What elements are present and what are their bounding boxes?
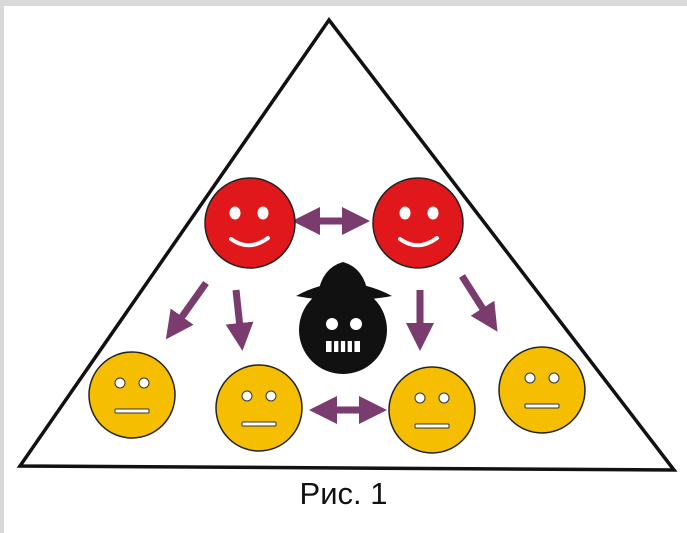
arrow-icon <box>165 280 209 340</box>
pyramid-outline <box>16 17 678 472</box>
arrow-icon <box>459 274 498 332</box>
arrow-icon <box>225 289 254 351</box>
smiling-face-icon <box>372 177 464 269</box>
figure-caption: Рис. 1 <box>299 476 388 511</box>
neutral-face-icon <box>498 346 586 434</box>
neutral-face-icon <box>388 366 476 454</box>
arrow-links <box>165 207 498 424</box>
hat-figure-icon <box>296 262 392 374</box>
neutral-face-icon <box>88 351 176 439</box>
neutral-face-icon <box>215 364 303 452</box>
smiling-face-icon <box>204 177 296 269</box>
